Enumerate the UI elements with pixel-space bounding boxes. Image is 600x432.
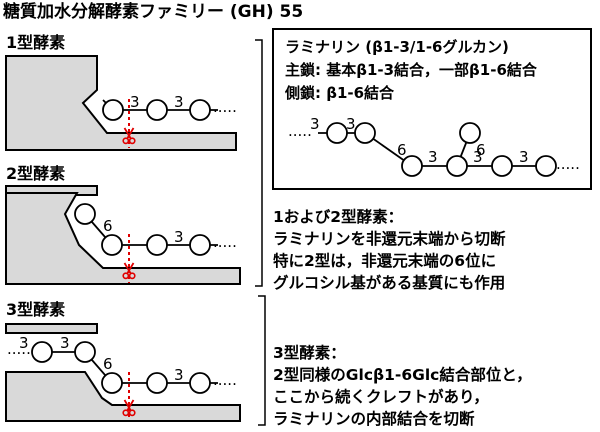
glucose-unit (189, 372, 211, 394)
link-label-6: 6 (103, 217, 113, 235)
link-label-3: 3 (519, 148, 529, 166)
glucose-unit (491, 155, 513, 177)
type1-enzyme-shape (5, 55, 237, 151)
glucose-unit (101, 234, 123, 256)
laminarin-side-chain: 側鎖: β1-6結合 (285, 84, 395, 102)
glucose-unit (31, 341, 53, 363)
glucose-unit (102, 99, 124, 121)
type12-desc-line: 1および2型酵素： (273, 208, 404, 226)
chain-continuation: ..... (213, 233, 237, 251)
type12-desc-line: 特に2型は，非還元末端の6位に (273, 252, 497, 270)
glucose-unit (401, 155, 423, 177)
glucose-unit (446, 155, 468, 177)
type3-enzyme-shape (5, 371, 241, 422)
type12-description: 1および2型酵素： ラミナリンを非還元末端から切断 特に2型は，非還元末端の6位… (273, 206, 506, 294)
link-label-6: 6 (476, 141, 486, 159)
chain-continuation: ..... (213, 371, 237, 389)
link-label-3: 3 (310, 115, 320, 133)
glucose-unit (74, 203, 96, 225)
chain-continuation: ..... (556, 155, 580, 173)
laminarin-name: ラミナリン (β1-3/1-6グルカン) (285, 38, 509, 56)
type1-enzyme-label: 1型酵素 (6, 33, 66, 52)
chain-continuation: ..... (288, 122, 312, 140)
link-label-3: 3 (428, 148, 438, 166)
type3-desc-line: 2型同様のGlcβ1-6Glc結合部位と， (273, 366, 532, 384)
laminarin-main-chain: 主鎖: 基本β1-3結合，一部β1-6結合 (285, 61, 537, 79)
glucose-unit (74, 341, 96, 363)
laminarin-structure: ..... 3 3 6 3 6 3 3 ..... (288, 115, 580, 177)
type3-desc-line: ラミナリンの内部結合を切断 (273, 410, 475, 428)
link-label-3: 3 (130, 93, 140, 111)
type3-bracket (258, 295, 266, 426)
link-label-3: 3 (19, 334, 29, 352)
type12-desc-line: ラミナリンを非還元末端から切断 (273, 230, 506, 248)
glucose-unit (101, 372, 123, 394)
glucose-unit (146, 99, 168, 121)
chain-continuation: ..... (213, 98, 237, 116)
type3-desc-line: ここから続くクレフトがあり， (273, 388, 489, 406)
glucose-unit (189, 99, 211, 121)
type3-enzyme-lid (5, 323, 98, 334)
glucose-unit (354, 122, 376, 144)
type3-description: 3型酵素： 2型同様のGlcβ1-6Glc結合部位と， ここから続くクレフトがあ… (273, 342, 532, 430)
glucose-unit (189, 234, 211, 256)
link-label-3: 3 (174, 93, 184, 111)
link-label-6: 6 (397, 141, 407, 159)
glucose-unit (326, 122, 348, 144)
type12-desc-line: グルコシル基がある基質にも作用 (273, 274, 506, 292)
page-title: 糖質加水分解酵素ファミリー (GH) 55 (3, 2, 304, 22)
type1-chain: 3 3 ..... (102, 93, 237, 148)
link-label-6: 6 (103, 355, 113, 373)
type12-bracket (255, 39, 263, 287)
link-label-3: 3 (473, 148, 483, 166)
laminarin-box (272, 28, 592, 190)
glucose-unit (146, 372, 168, 394)
type2-enzyme-shape (5, 192, 241, 285)
link-label-3: 3 (174, 228, 184, 246)
link-label-3: 3 (174, 366, 184, 384)
glucose-unit (459, 122, 481, 144)
type3-enzyme-label: 3型酵素 (6, 300, 66, 319)
type3-desc-line: 3型酵素： (273, 344, 346, 362)
type3-chain: ..... 3 3 6 3 ..... (7, 334, 237, 420)
glucose-unit (146, 234, 168, 256)
link-label-3: 3 (60, 334, 70, 352)
glucose-unit (535, 155, 557, 177)
type2-chain: 6 3 ..... (74, 203, 237, 283)
link-label-3: 3 (346, 115, 356, 133)
chain-continuation: ..... (7, 340, 31, 358)
type2-enzyme-label: 2型酵素 (6, 164, 66, 183)
